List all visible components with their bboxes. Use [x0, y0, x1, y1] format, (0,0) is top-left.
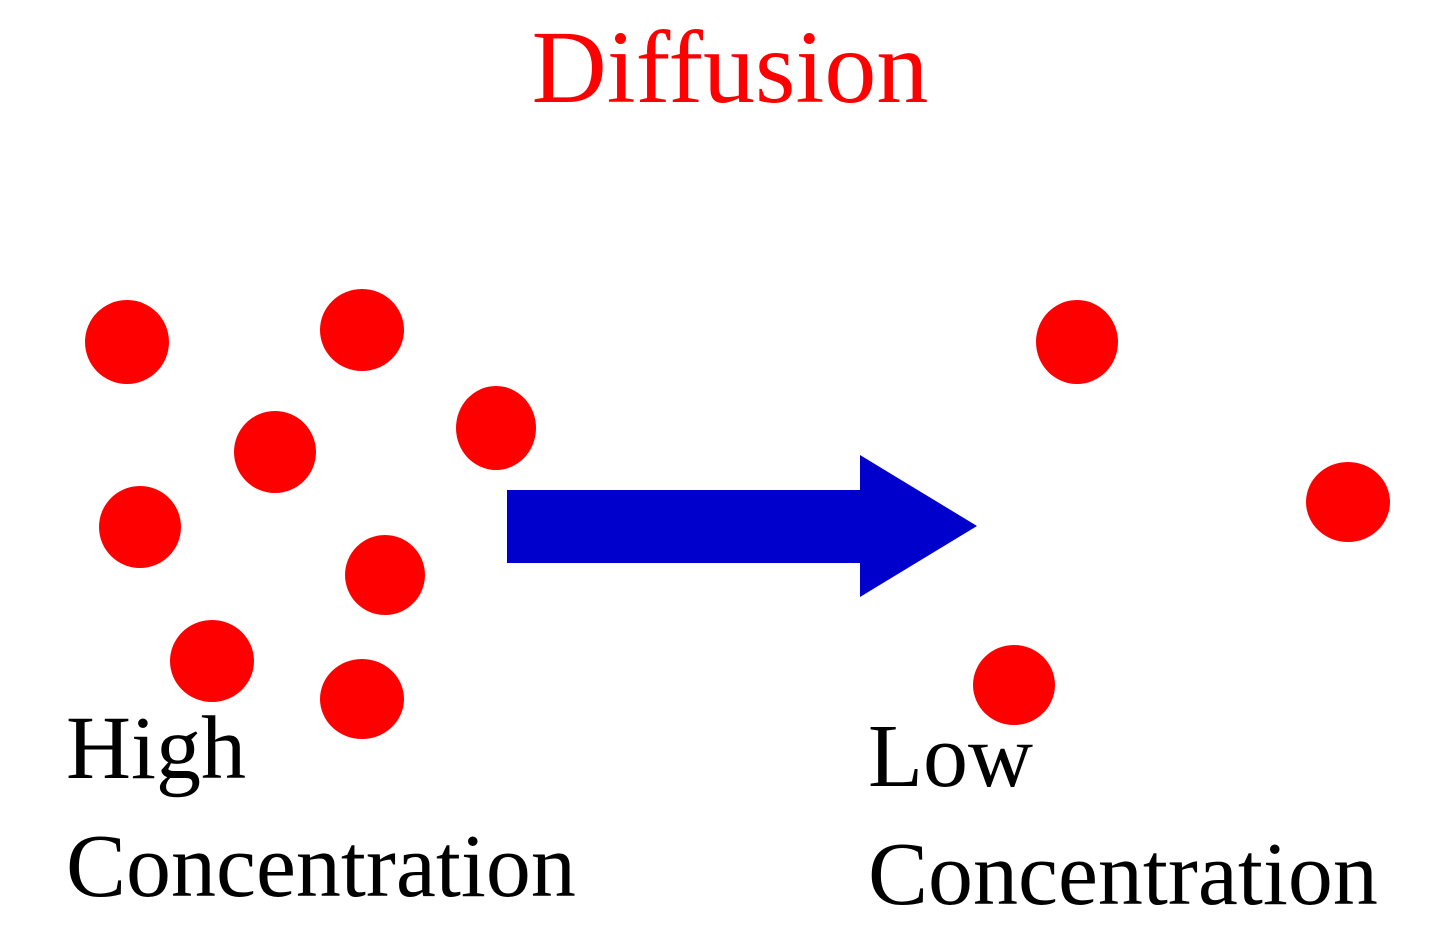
high-label-line1: High: [66, 699, 246, 798]
high-concentration-label: High Concentration: [66, 690, 576, 926]
particle: [99, 486, 181, 568]
particle: [456, 386, 536, 470]
low-concentration-particles: [973, 300, 1390, 725]
right-arrow-icon: [507, 455, 977, 597]
diagram-title: Diffusion: [531, 10, 929, 125]
particle: [320, 659, 404, 739]
particle: [1306, 462, 1390, 542]
particle: [345, 535, 425, 615]
low-label-line1: Low: [868, 707, 1033, 806]
particle: [1036, 300, 1118, 384]
high-label-line2: Concentration: [66, 817, 576, 916]
low-label-line2: Concentration: [868, 825, 1378, 924]
particle: [234, 411, 316, 493]
particle: [170, 620, 254, 702]
arrow-shape: [507, 455, 977, 597]
particle: [85, 300, 169, 384]
particle: [973, 645, 1055, 725]
particle: [320, 289, 404, 371]
high-concentration-particles: [85, 289, 536, 739]
low-concentration-label: Low Concentration: [868, 698, 1378, 934]
